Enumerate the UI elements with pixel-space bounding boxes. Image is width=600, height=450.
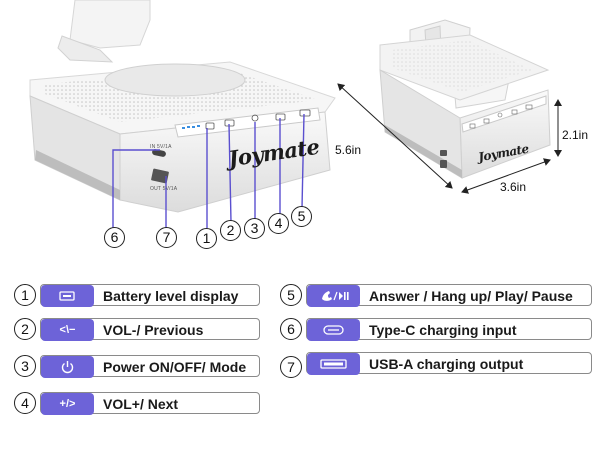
legend-label: VOL+/ Next <box>103 396 179 412</box>
legend-box: +/> VOL+/ Next <box>40 392 260 415</box>
legend-number: 5 <box>280 284 302 306</box>
callout-3: 3 <box>244 218 265 239</box>
legend-number: 4 <box>14 392 36 414</box>
next-icon: +/> <box>41 393 94 415</box>
main-speaker <box>29 0 336 213</box>
callout-pointers <box>112 113 305 228</box>
legend-item-next: 4 +/> VOL+/ Next <box>14 392 260 415</box>
legend-item-type-c: 6 Type-C charging input <box>280 318 592 341</box>
power-icon <box>41 356 94 378</box>
legend-label: VOL-/ Previous <box>103 322 204 338</box>
legend-label: Battery level display <box>103 288 239 304</box>
legend-item-answer-play: 5 Answer / Hang up/ Play/ Pause <box>280 284 592 307</box>
legend-label: USB-A charging output <box>369 356 524 372</box>
dimension-arrows <box>337 83 562 194</box>
product-drawing <box>29 0 562 228</box>
legend-box: Answer / Hang up/ Play/ Pause <box>306 284 592 307</box>
callout-4: 4 <box>268 213 289 234</box>
legend-box: USB-A charging output <box>306 352 592 375</box>
legend-number: 7 <box>280 356 302 378</box>
callout-7: 7 <box>156 227 177 248</box>
legend-number: 2 <box>14 318 36 340</box>
legend-item-previous: 2 <\− VOL-/ Previous <box>14 318 260 341</box>
dimension-width: 3.6in <box>500 180 527 194</box>
legend-item-power: 3 Power ON/OFF/ Mode <box>14 355 260 378</box>
legend-label: Power ON/OFF/ Mode <box>103 359 247 375</box>
legend-label: Type-C charging input <box>369 322 517 338</box>
battery-icon <box>41 285 94 307</box>
type-c-port-label: IN 5V/1A <box>150 144 172 150</box>
legend-item-usb-a: 7 USB-A charging output <box>280 352 592 378</box>
callout-2: 2 <box>220 220 241 241</box>
legend-number: 1 <box>14 284 36 306</box>
legend-box: Type-C charging input <box>306 318 592 341</box>
callout-1: 1 <box>196 228 217 249</box>
legend-box: <\− VOL-/ Previous <box>40 318 260 341</box>
usb-a-port-icon <box>307 353 360 375</box>
usb-a-port-label: OUT 5V/1A <box>150 186 178 192</box>
previous-icon: <\− <box>41 319 94 341</box>
legend-box: Battery level display <box>40 284 260 307</box>
phone-play-icon <box>307 285 360 307</box>
dimension-depth: 5.6in <box>335 143 362 157</box>
type-c-port-icon <box>307 319 360 341</box>
callout-6: 6 <box>104 227 125 248</box>
legend-number: 6 <box>280 318 302 340</box>
legend-number: 3 <box>14 355 36 377</box>
product-illustration: Joymate Joymate IN 5V/1A OUT 5V/1A 5.6in… <box>29 0 589 249</box>
legend-item-battery: 1 Battery level display <box>14 284 260 307</box>
legend-box: Power ON/OFF/ Mode <box>40 355 260 378</box>
legend-label: Answer / Hang up/ Play/ Pause <box>369 288 573 304</box>
dimension-height: 2.1in <box>562 128 589 142</box>
callout-5: 5 <box>291 206 312 227</box>
